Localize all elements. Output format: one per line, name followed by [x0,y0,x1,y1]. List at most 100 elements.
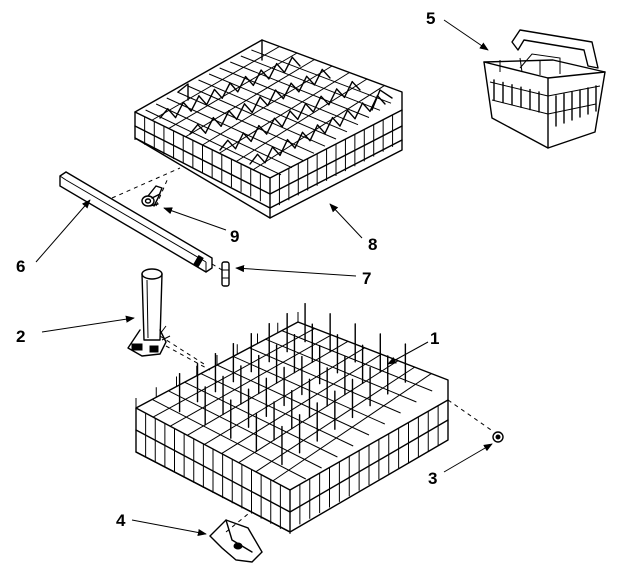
wash-tube-support [127,268,171,357]
rack-wire [219,139,229,151]
rack-wire [320,95,330,106]
rack-wheel [492,431,504,443]
rack-wire [376,94,386,105]
rack-wire [212,116,222,127]
rack-wire [238,360,399,464]
rack-wire [235,103,246,121]
rack-wire [155,103,293,169]
lower-rack [135,302,449,534]
silverware-basket [483,29,606,149]
rack-wire [228,110,238,121]
callout-8: 8 [368,235,377,254]
rack-wire [304,102,315,113]
rack-wire [251,49,392,104]
rack-wire [267,89,277,107]
rack-wire [335,88,346,99]
rack-wire [234,132,245,150]
rack-wire [243,103,253,114]
rack-wire [265,117,276,135]
rack-wire [185,59,315,138]
rack-wire [252,69,262,87]
rack-wire [227,139,237,150]
rack-wire [286,138,296,149]
rack-wire [220,110,230,127]
rack-wire [272,373,432,482]
rack-wire [216,364,370,436]
rack-wire [198,95,208,106]
rack-wire [271,146,281,157]
rack-wire [251,96,261,114]
rack-bracket [209,519,263,563]
rack-wire [331,116,341,127]
rack-wire [189,123,199,135]
rack-wire [297,102,307,121]
rack-wire [298,75,308,93]
callout-5: 5 [426,9,435,28]
rack-wire [289,110,299,121]
rack-wire [305,75,316,86]
rack-wire [244,75,255,87]
rack-wire [200,373,354,447]
rack-wire [339,109,349,127]
rack-wire [321,68,331,79]
rack-wire [282,82,292,100]
callout-4: 4 [116,511,126,530]
rack-wire [204,116,215,134]
rack-wire [249,347,401,414]
rack-wire [208,73,348,133]
rack-wire [151,398,307,480]
rack-wire [346,109,356,120]
rack-wire [313,68,323,86]
rack-wire [184,381,338,458]
rack-wire [235,78,368,162]
rack-wire [197,123,207,134]
rack-wire [250,124,260,143]
rack-wire [264,146,274,164]
rack-wire [301,131,311,142]
rack-wire [256,153,266,164]
callout-7: 7 [362,269,371,288]
rack-wire [290,82,300,93]
rack-wire [151,46,280,121]
rack-wire [213,88,223,99]
rack-wire [168,390,322,469]
rack-wire [283,56,293,74]
rack-wire [274,89,285,100]
rack-wire [312,95,322,113]
rack-wire [324,116,334,135]
rack-wire [240,55,381,111]
rack-wire [354,102,364,120]
rack-wire [174,101,185,119]
rack-wire [328,88,338,106]
upper-rack [134,39,403,219]
rack-wire [351,80,361,91]
rack-wire [219,67,359,126]
callout-2: 2 [16,327,25,346]
track-rail [59,171,213,273]
callout-9: 9 [230,227,239,246]
rack-clip [141,185,163,207]
rack-wire [159,108,169,119]
rack-wire [187,340,349,436]
rack-wire [252,85,385,171]
rack-wire [198,79,337,140]
rack-wire [249,153,259,165]
rack-wire [273,117,283,128]
rack-wire [242,132,252,143]
rack-wire [229,82,239,93]
rack-wire [221,82,231,99]
rack-wire [361,102,371,113]
rack-wire [237,75,247,93]
leader-arrows [35,19,493,537]
rack-wire [265,338,417,403]
callout-1: 1 [430,329,439,348]
rack-wire [169,334,332,427]
rack-wire [268,62,278,80]
rack-wire [279,138,289,157]
rack-wire [316,124,326,135]
rack-wire [291,56,301,67]
rack-wire [221,353,382,454]
rack-wire [343,80,353,99]
rack-wire [309,124,319,142]
